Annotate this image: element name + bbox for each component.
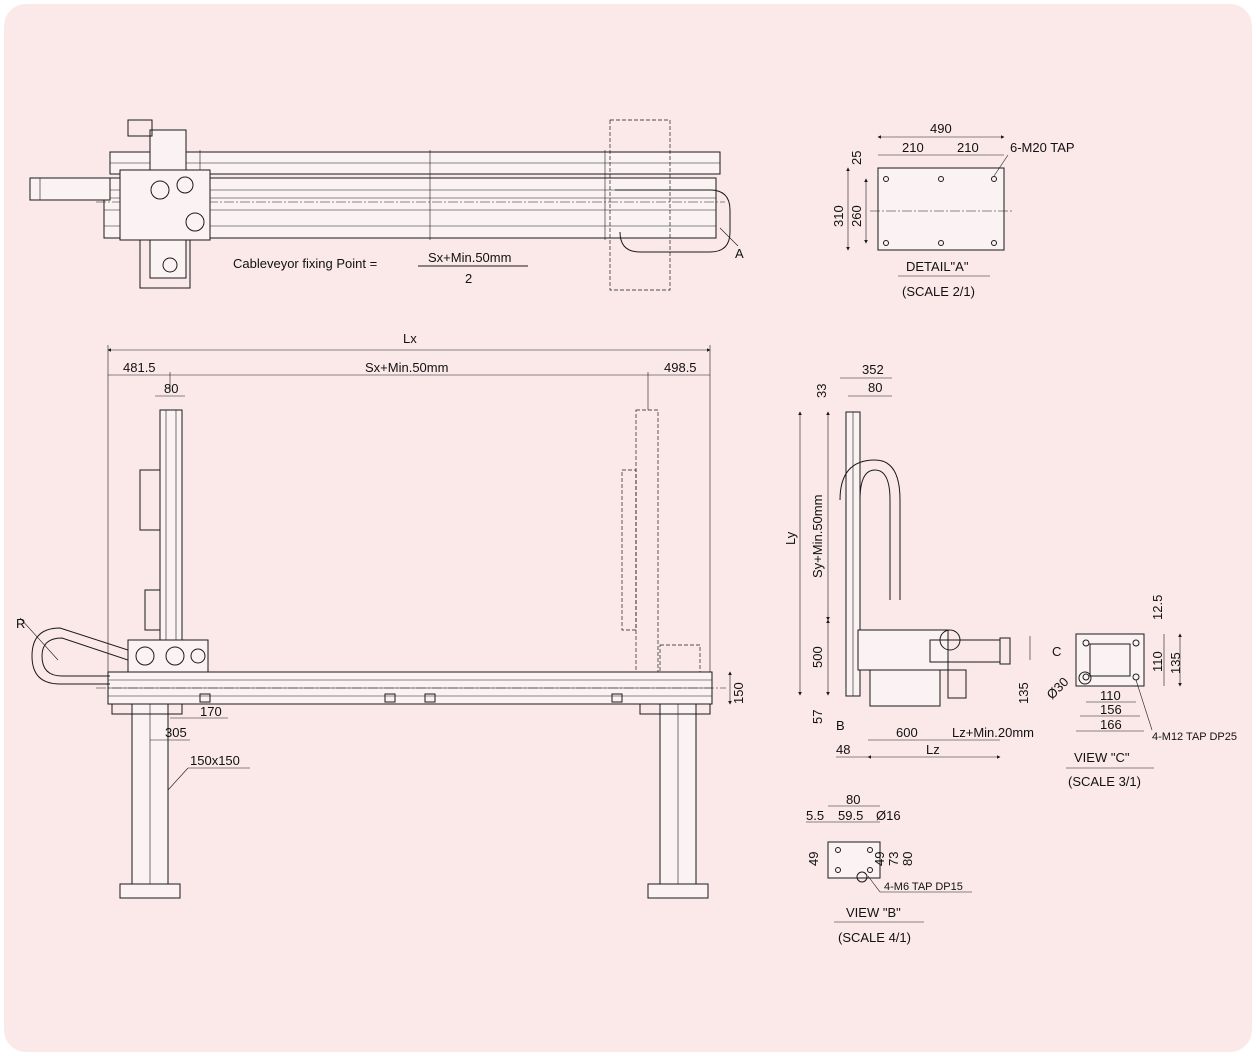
view-c-tap: 4-M12 TAP DP25 xyxy=(1152,731,1237,743)
dim-right-offset: 498.5 xyxy=(664,360,697,375)
view-b-80: 80 xyxy=(846,792,860,807)
detail-a-marker: A xyxy=(735,246,744,261)
dim-side-bottom: 57 xyxy=(810,710,825,724)
detail-a-width: 490 xyxy=(930,121,952,136)
view-c-166: 166 xyxy=(1100,717,1122,732)
dim-side-135: 135 xyxy=(1016,682,1031,704)
view-c-110-vertical: 110 xyxy=(1150,651,1165,672)
view-c-110-horizontal: 110 xyxy=(1100,688,1121,703)
view-b-49-left: 49 xyxy=(806,852,821,866)
view-c-diameter: Ø30 xyxy=(1044,674,1072,702)
dim-sy-stroke: Sy+Min.50mm xyxy=(810,495,825,578)
view-b: 80 5.5 59.5 Ø16 49 49 73 80 4-M6 TAP DP1… xyxy=(806,792,972,945)
dim-lx: Lx xyxy=(403,331,417,346)
dim-side-top-offset: 33 xyxy=(814,384,829,398)
detail-a: 490 210 210 6-M20 TAP 25 310 260 DETAIL"… xyxy=(831,121,1075,299)
view-c-title: VIEW "C" xyxy=(1074,750,1130,765)
dim-side-top-width: 352 xyxy=(862,362,884,377)
dim-305: 305 xyxy=(165,725,187,740)
detail-a-height: 310 xyxy=(831,205,846,227)
dim-lz: Lz xyxy=(926,742,940,757)
detail-a-hole-span: 260 xyxy=(849,205,864,227)
detail-a-top-offset: 25 xyxy=(849,151,864,165)
view-b-marker: B xyxy=(836,718,845,733)
detail-a-pitch-1: 210 xyxy=(902,140,924,155)
dim-beam-height: 150 xyxy=(731,682,746,704)
dim-side-600: 600 xyxy=(896,725,918,740)
cableveyor-denominator: 2 xyxy=(465,271,472,286)
view-c-156: 156 xyxy=(1100,702,1122,717)
detail-a-title: DETAIL"A" xyxy=(906,259,969,274)
view-b-title: VIEW "B" xyxy=(846,905,901,920)
dim-ly: Ly xyxy=(783,531,798,545)
dim-170: 170 xyxy=(200,704,222,719)
dim-side-lower: 500 xyxy=(810,646,825,668)
dim-side-column-width: 80 xyxy=(868,380,882,395)
bend-radius: R xyxy=(16,616,25,631)
cableveyor-label: Cableveyor fixing Point = xyxy=(233,256,377,271)
dim-sx-stroke: Sx+Min.50mm xyxy=(365,360,448,375)
detail-a-scale: (SCALE 2/1) xyxy=(902,284,975,299)
dim-left-offset: 481.5 xyxy=(123,360,156,375)
dim-lz-stroke: Lz+Min.20mm xyxy=(952,725,1034,740)
view-b-scale: (SCALE 4/1) xyxy=(838,930,911,945)
dim-column-width: 80 xyxy=(164,381,178,396)
view-b-80-vertical: 80 xyxy=(900,852,915,866)
view-b-diameter: Ø16 xyxy=(876,808,901,823)
view-c-135: 135 xyxy=(1168,652,1183,674)
view-c-12-5: 12.5 xyxy=(1150,595,1165,620)
detail-a-pitch-2: 210 xyxy=(957,140,979,155)
side-view: 352 80 33 Ly Sy+Min.50mm 500 57 C 135 B … xyxy=(783,362,1061,759)
view-b-73: 73 xyxy=(886,852,901,866)
view-b-5-5: 5.5 xyxy=(806,808,824,823)
dim-side-48: 48 xyxy=(836,742,850,757)
detail-a-tap: 6-M20 TAP xyxy=(1010,140,1075,155)
view-b-tap: 4-M6 TAP DP15 xyxy=(884,881,963,893)
view-b-49-right: 49 xyxy=(872,852,887,866)
front-view: Lx 481.5 Sx+Min.50mm 498.5 80 150 xyxy=(16,331,746,899)
top-view: A Cableveyor fixing Point = Sx+Min.50mm … xyxy=(29,119,744,291)
view-b-59-5: 59.5 xyxy=(838,808,863,823)
view-c-scale: (SCALE 3/1) xyxy=(1068,774,1141,789)
post-size: 150x150 xyxy=(190,753,240,768)
view-c: 12.5 110 135 Ø30 110 156 166 4-M12 TAP D… xyxy=(1044,595,1237,789)
view-c-marker: C xyxy=(1052,644,1061,659)
cableveyor-numerator: Sx+Min.50mm xyxy=(428,250,511,265)
